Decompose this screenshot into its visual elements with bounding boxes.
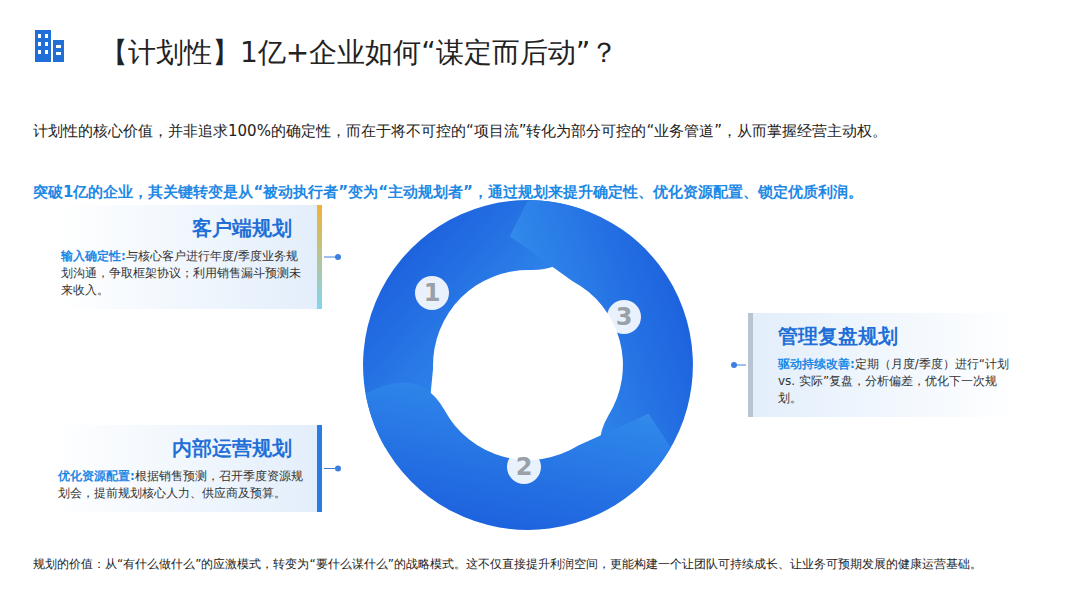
callout-number: 3 — [607, 300, 641, 334]
callout-number: 1 — [415, 276, 449, 310]
intro-text: 计划性的核心价值，并非追求100%的确定性，而在于将不可控的“项目流”转化为部分… — [33, 118, 1053, 144]
box-heading: 管理复盘规划 — [778, 323, 1012, 350]
building-icon — [35, 30, 64, 62]
body-keyword: 驱动持续改善: — [778, 357, 855, 371]
box-heading: 内部运营规划 — [58, 435, 308, 462]
caption-text: 规划的价值：从“有什么做什么”的应激模式，转变为“要什么谋什么”的战略模式。这不… — [33, 556, 1053, 573]
body-keyword: 输入确定性: — [61, 249, 126, 263]
box-body: 驱动持续改善:定期（月度/季度）进行“计划 vs. 实际”复盘，分析偏差，优化下… — [778, 356, 1012, 407]
info-box: 客户端规划输入确定性:与核心客户进行年度/季度业务规划沟通，争取框架协议；利用销… — [55, 205, 322, 309]
side-bar — [317, 205, 322, 309]
highlight-text: 突破1亿的企业，其关键转变是从“被动执行者”变为“主动规划者”，通过规划来提升确… — [33, 181, 1073, 203]
leader-dot — [731, 362, 737, 368]
side-bar — [748, 313, 753, 417]
cycle-graphic — [357, 181, 753, 590]
leader-dot — [335, 466, 341, 472]
leader-dot — [335, 254, 341, 260]
info-box: 管理复盘规划驱动持续改善:定期（月度/季度）进行“计划 vs. 实际”复盘，分析… — [748, 313, 1020, 417]
body-keyword: 优化资源配置: — [58, 469, 135, 483]
cycle-blade — [357, 275, 682, 590]
page-title: 【计划性】1亿+企业如何“谋定而后动”？ — [100, 34, 618, 72]
side-bar — [317, 425, 322, 512]
info-box: 内部运营规划优化资源配置:根据销售预测，召开季度资源规划会，提前规划核心人力、供… — [52, 425, 322, 512]
box-heading: 客户端规划 — [61, 215, 308, 242]
box-body: 输入确定性:与核心客户进行年度/季度业务规划沟通，争取框架协议；利用销售漏斗预测… — [61, 248, 308, 299]
callout-number: 2 — [507, 450, 541, 484]
leader-lines — [324, 254, 746, 472]
box-body: 优化资源配置:根据销售预测，召开季度资源规划会，提前规划核心人力、供应商及预算。 — [58, 468, 308, 502]
